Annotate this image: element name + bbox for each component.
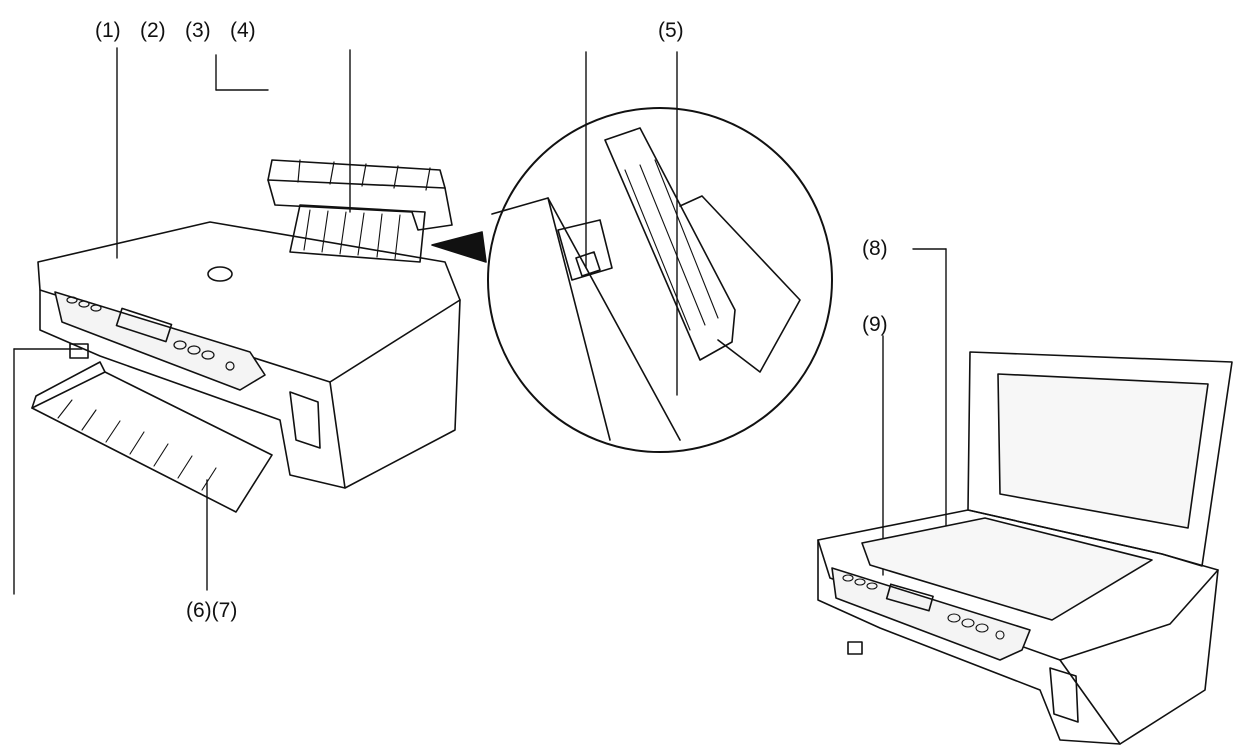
callout-label-5: (5) bbox=[658, 19, 684, 42]
callout-label-9: (9) bbox=[862, 313, 888, 336]
scanner-body-front bbox=[817, 539, 1219, 745]
printer-body-side bbox=[329, 381, 346, 489]
detail-ribs bbox=[624, 159, 719, 331]
panel-lcd bbox=[115, 307, 173, 343]
open-view-side-slot bbox=[1049, 667, 1079, 723]
scanner-glass bbox=[861, 517, 1153, 621]
panel-buttons bbox=[66, 296, 235, 371]
open-view-lcd bbox=[885, 583, 934, 612]
callout-label-2: (2) bbox=[140, 19, 166, 42]
paper-support-flap bbox=[267, 159, 446, 189]
detail-paper-support bbox=[604, 127, 736, 361]
lid-button bbox=[207, 266, 233, 282]
paper-support-ribs bbox=[297, 159, 431, 191]
paper-guide-detail-circle bbox=[487, 107, 833, 453]
detail-pointer-arrow bbox=[431, 231, 487, 263]
side-card-slot bbox=[289, 391, 321, 449]
paper-output-tray bbox=[31, 371, 273, 513]
callout-label-1: (1) bbox=[95, 19, 121, 42]
output-tray-extension bbox=[31, 361, 106, 409]
callout-label-8: (8) bbox=[862, 237, 888, 260]
card-slot bbox=[69, 343, 89, 359]
operation-panel bbox=[54, 291, 266, 391]
callout-label-67: (6)(7) bbox=[186, 599, 238, 622]
rear-tray bbox=[289, 204, 426, 263]
printer-open-lid-view bbox=[817, 351, 1233, 745]
detail-circle-outline bbox=[487, 107, 833, 453]
callout-label-3: (3) bbox=[185, 19, 211, 42]
open-view-operation-panel bbox=[831, 567, 1031, 661]
open-view-panel-buttons bbox=[842, 574, 1005, 640]
printer-body-front bbox=[39, 289, 461, 489]
detail-paper-guide-clip bbox=[575, 251, 601, 277]
scanner-body-edge bbox=[1059, 659, 1121, 745]
leader-lines bbox=[13, 47, 947, 595]
open-view-card-slot bbox=[847, 641, 863, 655]
detail-guide-inner bbox=[547, 197, 611, 441]
printer-front-view bbox=[31, 159, 461, 513]
detail-slider bbox=[557, 219, 613, 281]
callout-label-4: (4) bbox=[230, 19, 256, 42]
detail-paper-support-back bbox=[679, 195, 801, 373]
open-lid-inner bbox=[997, 373, 1209, 529]
output-tray-ribs bbox=[57, 399, 217, 491]
